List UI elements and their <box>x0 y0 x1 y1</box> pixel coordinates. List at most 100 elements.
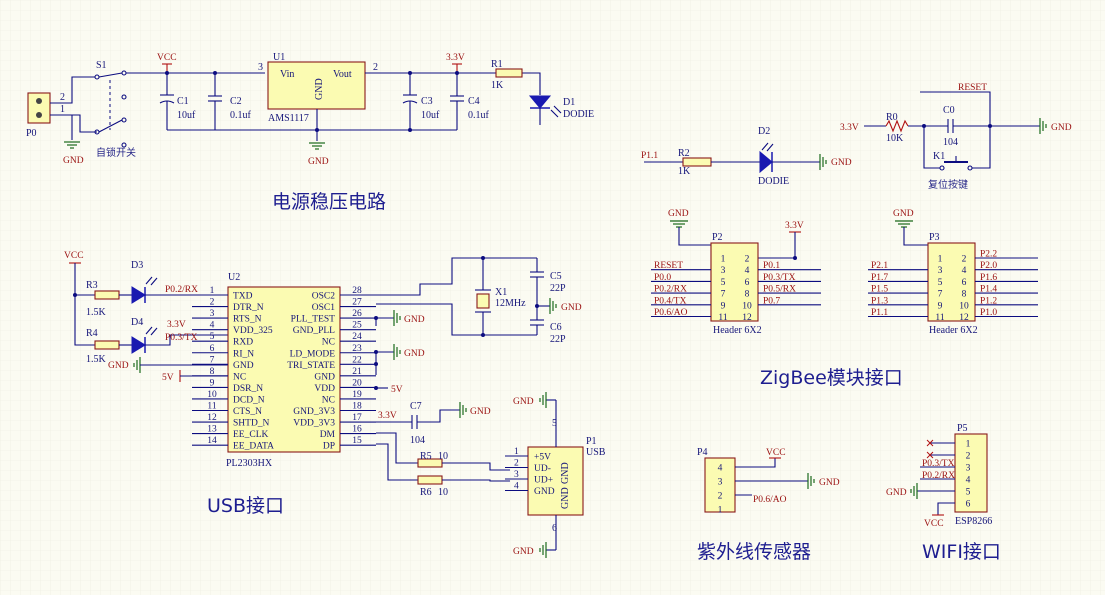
header-pin-number: 4 <box>745 266 750 276</box>
wire <box>903 227 928 246</box>
header-pin-number: 10 <box>959 301 969 311</box>
wire <box>923 126 940 169</box>
p4-pin-number: 3 <box>718 478 723 488</box>
header-pin-number: 1 <box>721 255 726 265</box>
u2-pin-number: 19 <box>352 390 362 400</box>
wire <box>735 458 776 468</box>
u2-pin-name: EE_DATA <box>233 442 274 452</box>
c4-value: 0.1uf <box>468 110 490 121</box>
u2-pl2303[interactable] <box>227 286 341 453</box>
u2-pin-number: 3 <box>210 309 215 319</box>
r5-label: R5 <box>420 451 432 462</box>
c5-value: 22P <box>550 283 566 294</box>
p1-shield-gnd-bot: GND <box>560 487 571 509</box>
p4-connector[interactable] <box>704 457 736 513</box>
p5-pin-number: 4 <box>966 476 971 486</box>
u2-part: PL2303HX <box>226 458 273 469</box>
r0-label: R0 <box>886 112 898 123</box>
p1-usb-connector[interactable] <box>527 446 584 516</box>
u2-pin-number: 18 <box>352 402 362 412</box>
wire <box>50 76 95 104</box>
header-pin-number: 3 <box>721 266 726 276</box>
u2-pin-name: GND_3V3 <box>293 407 335 417</box>
p5-connector[interactable] <box>954 433 988 513</box>
d4-led[interactable] <box>131 336 146 354</box>
header-pin-number: 6 <box>962 278 967 288</box>
junction <box>374 316 378 320</box>
p11-net-label: P1.1 <box>641 151 658 161</box>
p03tx-net-label: P0.3/TX <box>165 333 198 343</box>
p3-header[interactable] <box>927 242 976 322</box>
r3-label: R3 <box>86 280 98 291</box>
led-ray <box>553 105 562 114</box>
r2-label: R2 <box>678 148 690 159</box>
wire <box>74 263 95 346</box>
u2-right-pins: 28OSC227OSC126PLL_TEST25GND_PLL24NC23LD_… <box>287 286 376 452</box>
u2-pin-name: DP <box>323 442 335 452</box>
u1-regulator[interactable] <box>267 61 366 110</box>
r2-resistor[interactable] <box>682 157 712 167</box>
u2-label: U2 <box>228 272 240 283</box>
u2-pin-number: 10 <box>207 390 217 400</box>
r3-resistor[interactable] <box>94 290 120 300</box>
u2-pin-name: RTS_N <box>233 315 262 325</box>
wifi-section-title: WIFI接口 <box>922 541 1001 563</box>
v33-net-label: 3.3V <box>785 221 804 231</box>
p5-pin-number: 1 <box>966 440 971 450</box>
r1-resistor[interactable] <box>495 68 523 78</box>
switch-contact <box>121 94 127 100</box>
led-ray <box>150 327 158 336</box>
d1-led[interactable] <box>528 95 552 109</box>
d2-led[interactable] <box>759 150 773 174</box>
header-net-label: P0.4/TX <box>654 296 687 306</box>
r4-value: 1.5K <box>86 354 107 365</box>
header-net-label: P1.2 <box>980 296 997 306</box>
u2-pin-number: 8 <box>210 367 215 377</box>
header-net-label: P1.6 <box>980 273 997 283</box>
p0-connector[interactable] <box>27 92 51 124</box>
u2-pin-name: DTR_N <box>233 303 264 313</box>
u2-pin-number: 12 <box>207 413 217 423</box>
p2-header[interactable] <box>710 242 759 322</box>
header-pin-number: 11 <box>935 313 944 323</box>
usb-section-title: USB接口 <box>207 495 284 517</box>
gnd-net-label: GND <box>831 158 852 168</box>
d3-led[interactable] <box>131 286 146 304</box>
u2-pin-name: VDD <box>314 384 335 394</box>
x1-crystal[interactable] <box>476 293 490 309</box>
p2-type: Header 6X2 <box>713 325 762 336</box>
gnd-net-label: GND <box>886 488 907 498</box>
switch-blade[interactable] <box>98 119 123 133</box>
vcc-net-label: VCC <box>157 53 177 63</box>
r0-resistor[interactable] <box>885 119 909 133</box>
p4-label: P4 <box>697 447 708 458</box>
header-net-label: P2.1 <box>871 261 888 271</box>
junction <box>481 333 485 337</box>
r6-label: R6 <box>420 487 432 498</box>
r3-value: 1.5K <box>86 307 107 318</box>
r4-label: R4 <box>86 328 98 339</box>
c5-label: C5 <box>550 271 562 282</box>
u2-pin-number: 6 <box>210 344 215 354</box>
junction <box>73 293 77 297</box>
wire <box>678 227 711 246</box>
led-ray <box>145 276 153 285</box>
u1-vout: Vout <box>333 69 352 80</box>
r6-resistor[interactable] <box>417 475 443 485</box>
r4-resistor[interactable] <box>94 340 120 350</box>
u2-pin-number: 27 <box>352 298 362 308</box>
header-pin-number: 5 <box>938 278 943 288</box>
led-ray <box>761 142 769 151</box>
led-ray <box>766 143 774 152</box>
c2-value: 0.1uf <box>230 110 252 121</box>
p4-pin-number: 2 <box>718 492 723 502</box>
k1-description: 复位按键 <box>928 178 968 191</box>
u2-pin-name: DM <box>320 430 336 440</box>
switch-blade[interactable] <box>98 72 123 78</box>
header-pin-number: 7 <box>938 290 943 300</box>
zigbee-section-title: ZigBee模块接口 <box>760 367 903 389</box>
junction <box>374 362 378 366</box>
u2-pin-number: 13 <box>207 425 217 435</box>
